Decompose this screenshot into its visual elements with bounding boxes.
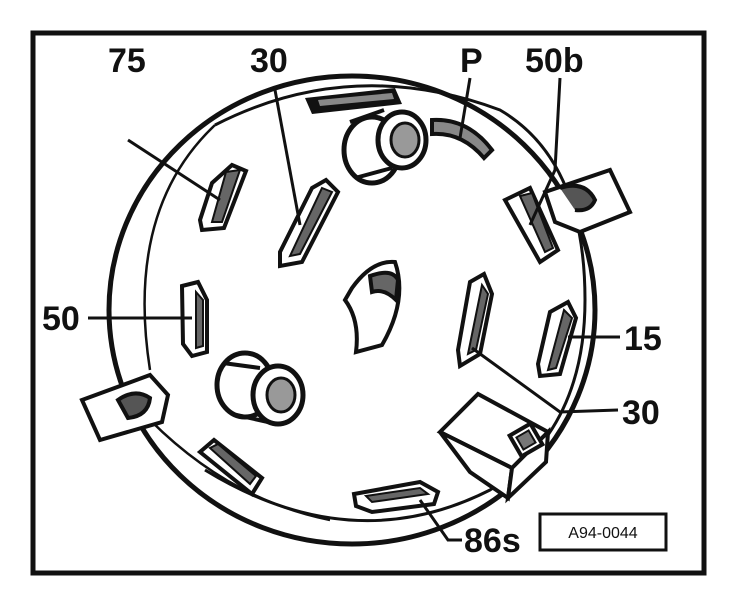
leader-30-top	[273, 89, 302, 226]
label-50b: 50b	[525, 42, 584, 80]
leader-P	[458, 77, 472, 139]
terminal-blade-86s	[351, 479, 441, 515]
square-socket	[436, 391, 552, 504]
terminal-blade-50	[179, 279, 209, 359]
leader-50b	[528, 77, 562, 226]
reference-code: A94-0044	[568, 525, 637, 542]
mounting-tab-bottom-left	[79, 372, 171, 443]
center-cam	[342, 259, 402, 355]
cylinder-boss-top	[341, 108, 429, 186]
label-30-top: 30	[250, 42, 288, 80]
connector-housing	[106, 73, 598, 547]
terminal-blade-75	[197, 162, 249, 233]
leader-86s	[418, 499, 462, 542]
mounting-tab-top-right	[542, 167, 633, 235]
terminal-blade-edge-bottom-left	[196, 437, 265, 497]
label-50: 50	[42, 300, 80, 338]
label-P: P	[460, 42, 483, 80]
label-75: 75	[108, 42, 146, 80]
reference-code-box	[538, 512, 668, 552]
label-86s: 86s	[464, 522, 521, 560]
leader-30-right	[471, 346, 619, 414]
housing-outer-rim	[106, 73, 598, 547]
cylinder-boss-bottom	[214, 350, 306, 427]
label-15: 15	[624, 320, 662, 358]
top-rib	[305, 88, 402, 114]
terminal-P-slot	[430, 117, 495, 161]
housing-inner-rim-left	[143, 124, 216, 371]
leader-lines	[88, 77, 620, 542]
housing-shoulder	[149, 419, 331, 522]
housing-inner-rim	[204, 84, 587, 523]
leader-75	[127, 138, 221, 202]
label-30-right: 30	[622, 394, 660, 432]
terminal-blade-15	[535, 299, 579, 379]
terminal-blade-30-top	[278, 177, 341, 269]
